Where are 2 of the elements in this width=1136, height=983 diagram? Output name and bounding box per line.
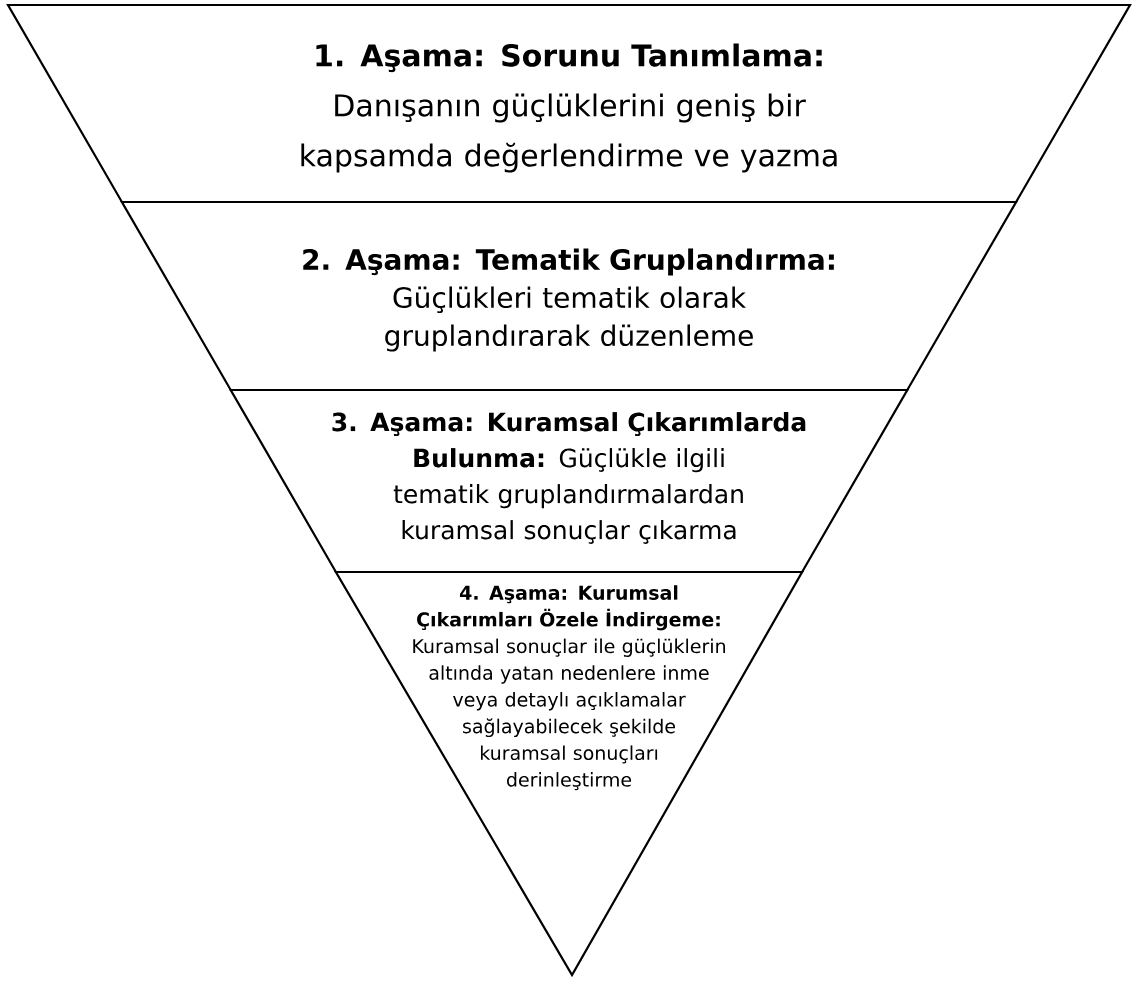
stage-band: 1. Aşama: Sorunu Tanımlama: Danışanın güçlüklerini geniş bir kapsamda değerlendirme ve yazma bbox=[6, 3, 1132, 204]
stage-band: 2. Aşama: Tematik Gruplandırma: Güçlükleri tematik olarak gruplandırarak düzenleme bbox=[120, 200, 1018, 392]
